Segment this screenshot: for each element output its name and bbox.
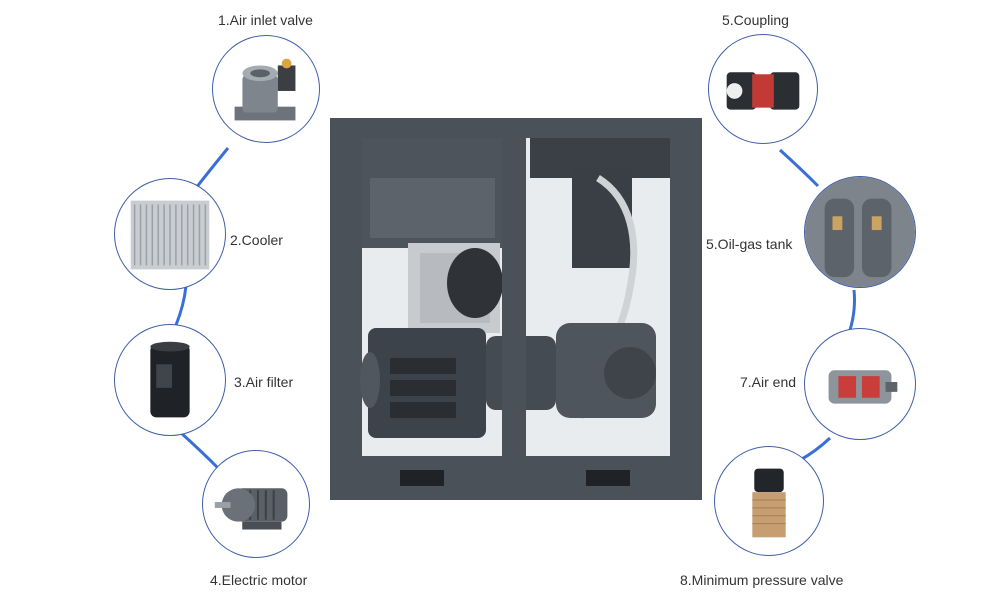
label-air-inlet-valve: 1.Air inlet valve — [218, 12, 313, 28]
connector-right-1 — [778, 148, 820, 188]
bubble-coupling — [708, 34, 818, 144]
bubble-air-end — [804, 328, 916, 440]
oil-gas-tank-icon — [805, 177, 915, 287]
air-compressor-image — [330, 118, 702, 500]
label-cooler: 2.Cooler — [230, 232, 283, 248]
label-electric-motor: 4.Electric motor — [210, 572, 308, 588]
connector-right-2 — [848, 289, 856, 331]
cooler-icon — [130, 200, 210, 270]
electric-motor-icon — [214, 488, 288, 530]
bubble-cooler — [114, 178, 226, 290]
coupling-icon — [726, 72, 800, 110]
label-minimum-pressure-valve: 8.Minimum pressure valve — [680, 572, 844, 588]
label-air-filter: 3.Air filter — [234, 374, 294, 390]
label-air-end: 7.Air end — [740, 374, 797, 390]
connector-left-3 — [178, 430, 220, 470]
air-filter-icon — [150, 341, 190, 418]
air-inlet-valve-icon — [234, 58, 296, 121]
connector-left-1 — [194, 147, 230, 189]
bubble-electric-motor — [202, 450, 310, 558]
connector-right-3 — [799, 436, 832, 462]
bubble-air-inlet-valve — [212, 35, 320, 143]
air-compressor-icon — [330, 118, 702, 500]
bubble-air-filter — [114, 324, 226, 436]
label-oil-gas-tank: 5.Oil-gas tank — [706, 236, 793, 252]
connector-left-2 — [174, 285, 188, 326]
bubble-minimum-pressure-valve — [714, 446, 824, 556]
air-end-icon — [828, 370, 898, 404]
label-coupling: 5.Coupling — [722, 12, 789, 28]
bubble-oil-gas-tank — [804, 176, 916, 288]
minimum-pressure-valve-icon — [752, 468, 786, 538]
